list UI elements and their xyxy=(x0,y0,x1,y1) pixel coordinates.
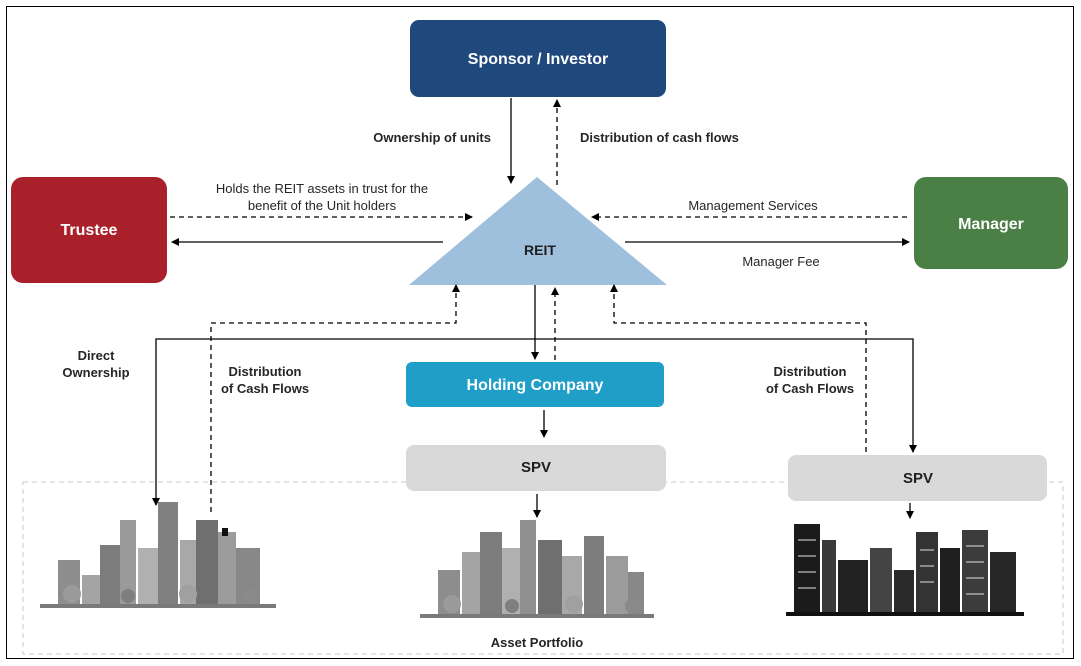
skyline-middle-illustration xyxy=(420,520,654,618)
arrow-reit-to-right-spv xyxy=(535,338,917,453)
skyline-left-illustration xyxy=(40,502,276,608)
label-manager-fee: Manager Fee xyxy=(742,254,819,269)
trustee-label: Trustee xyxy=(61,222,118,239)
trustee-box: Trustee xyxy=(11,177,167,283)
label-dist-right-line2: of Cash Flows xyxy=(766,381,854,396)
reit-label: REIT xyxy=(524,242,556,258)
label-direct-line1: Direct xyxy=(78,348,116,363)
holding-company-label: Holding Company xyxy=(467,377,604,394)
holding-company-box: Holding Company xyxy=(406,362,664,407)
spv-left-label: SPV xyxy=(521,459,551,476)
asset-portfolio-region xyxy=(22,481,1064,655)
spv-box-right: SPV xyxy=(788,455,1047,501)
label-trust-line2: benefit of the Unit holders xyxy=(248,198,397,213)
label-ownership-of-units: Ownership of units xyxy=(373,130,491,145)
sponsor-label: Sponsor / Investor xyxy=(468,51,608,68)
sponsor-box: Sponsor / Investor xyxy=(410,20,666,97)
spv-box-left: SPV xyxy=(406,445,666,491)
label-management-services: Management Services xyxy=(688,198,818,213)
label-distribution-top: Distribution of cash flows xyxy=(580,130,739,145)
label-asset-portfolio: Asset Portfolio xyxy=(491,635,584,650)
arrow-distribution-right xyxy=(610,284,867,452)
label-dist-left-line1: Distribution xyxy=(229,364,302,379)
reit-triangle: REIT xyxy=(409,177,667,285)
manager-label: Manager xyxy=(958,216,1024,233)
spv-right-label: SPV xyxy=(903,470,933,487)
label-direct-line2: Ownership xyxy=(62,365,129,380)
label-dist-right-line1: Distribution xyxy=(774,364,847,379)
outer-frame xyxy=(6,6,1074,659)
label-trust-line1: Holds the REIT assets in trust for the xyxy=(216,181,428,196)
arrow-distribution-left xyxy=(210,284,460,512)
label-dist-left-line2: of Cash Flows xyxy=(221,381,309,396)
skyline-right-illustration xyxy=(786,524,1024,616)
arrow-direct-ownership xyxy=(152,338,535,506)
manager-box: Manager xyxy=(914,177,1068,269)
